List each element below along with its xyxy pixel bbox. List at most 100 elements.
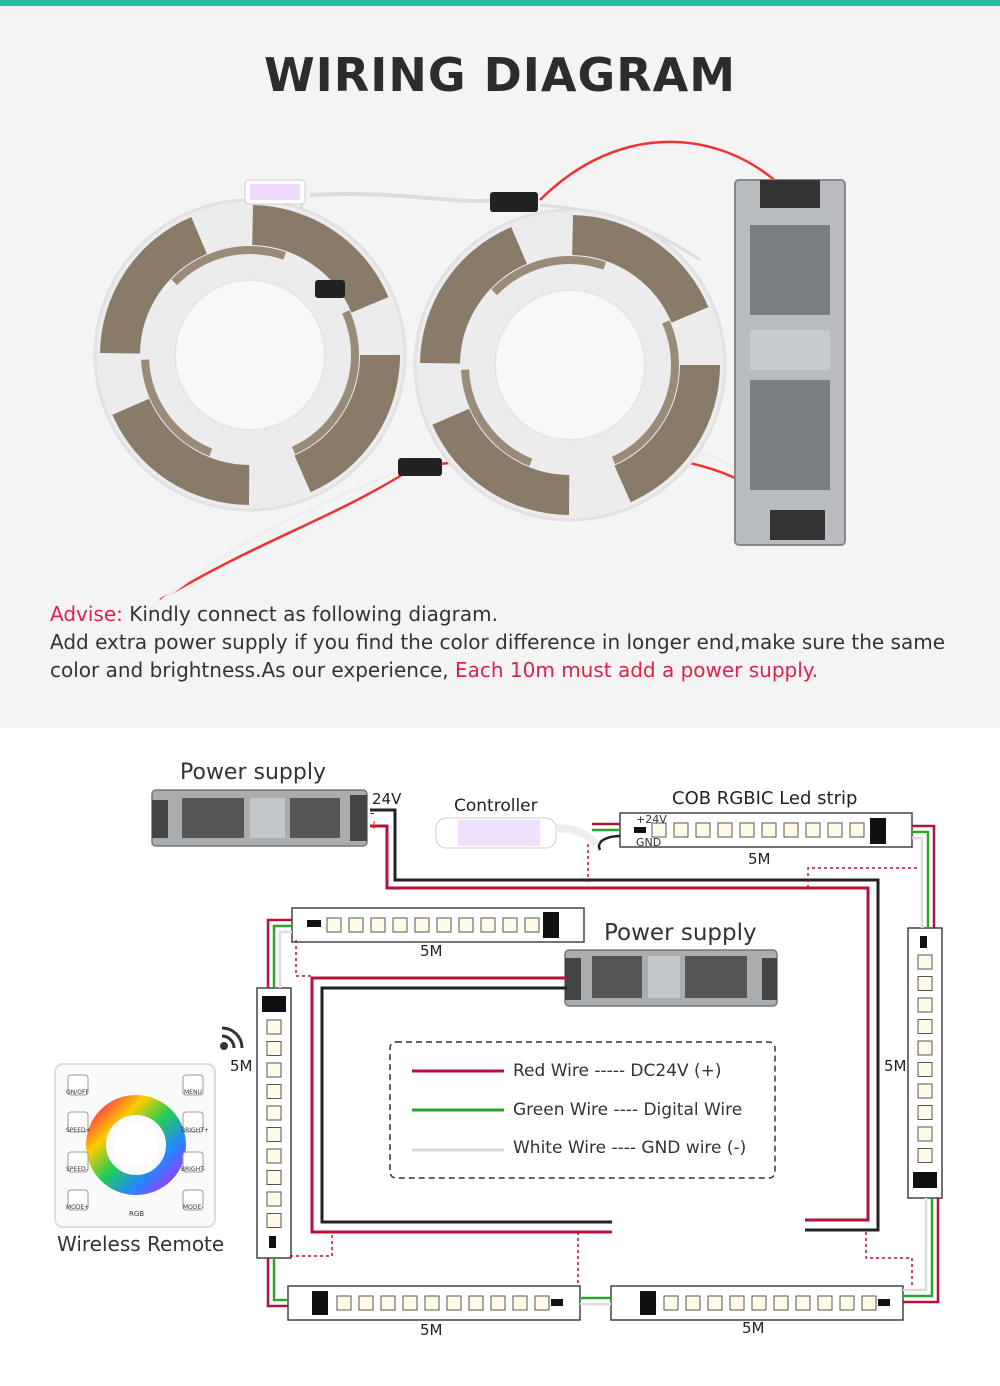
led-chip (266, 1148, 282, 1164)
product-photo (93, 140, 846, 602)
legend-green: Green Wire ---- Digital Wire (513, 1100, 743, 1120)
led-chip (266, 1041, 282, 1056)
connector (490, 192, 538, 212)
advise-line2: Add extra power supply if you find the c… (50, 630, 946, 682)
length-label-upper: 5M (420, 942, 443, 960)
led-chip (468, 1295, 484, 1311)
led-chip (917, 1148, 933, 1163)
led-chip (436, 917, 452, 933)
led-chip (805, 822, 821, 838)
remote-button-speed-up[interactable]: SPEED+ (66, 1127, 91, 1134)
led-chip (917, 1062, 933, 1077)
advise-line1: Kindly connect as following diagram. (122, 602, 498, 626)
wifi-icon (220, 1026, 244, 1050)
remote-brand: RGB (129, 1210, 145, 1218)
remote-button-bright-down[interactable]: BRIGHT- (181, 1166, 206, 1173)
remote-button-speed-down[interactable]: SPEED- (66, 1166, 88, 1173)
led-chip (707, 1295, 723, 1311)
led-chip (458, 917, 474, 933)
led-chip (783, 822, 799, 838)
led-chip (717, 822, 733, 838)
led-reel-left (93, 198, 407, 512)
led-chip (795, 1295, 811, 1311)
advise-text: Advise: Kindly connect as following diag… (50, 600, 970, 684)
legend-red: Red Wire ----- DC24V (+) (513, 1061, 722, 1081)
led-chip (849, 822, 865, 838)
power-supply-label-2: Power supply (604, 920, 757, 946)
led-chip (917, 997, 933, 1013)
led-chip (266, 1191, 282, 1207)
power-supply-2 (564, 949, 778, 1007)
length-label-top: 5M (748, 850, 771, 868)
led-chip (266, 1062, 282, 1078)
pin-gnd-label: GND (636, 836, 662, 849)
led-chip (739, 822, 755, 838)
led-chip (685, 1295, 701, 1311)
led-chip (827, 822, 843, 838)
led-chip (773, 1295, 789, 1311)
pin-24v-label: +24V (636, 813, 667, 826)
strip-title: COB RGBIC Led strip (672, 788, 858, 809)
led-chip (392, 917, 408, 933)
controller-device (435, 817, 600, 849)
led-chip (490, 1295, 506, 1311)
led-chip (512, 1295, 528, 1311)
remote-button-bright-up[interactable]: BRIGHT+ (181, 1127, 209, 1134)
led-chip (480, 917, 496, 933)
power-supply-1 (151, 789, 368, 847)
led-chip (266, 1105, 282, 1121)
advise-highlight: Each 10m must add a power supply. (454, 658, 819, 682)
led-chip (266, 1170, 282, 1185)
remote-button-onoff[interactable]: ON/OFF (66, 1089, 89, 1096)
led-chip (534, 1295, 550, 1311)
advise-label: Advise: (50, 602, 123, 626)
led-chip (917, 1083, 933, 1099)
led-chips (266, 822, 933, 1311)
led-chip (917, 1126, 933, 1142)
led-chip (414, 917, 430, 933)
led-chip (524, 917, 540, 933)
led-chip (917, 1019, 933, 1034)
remote-button-mode-up[interactable]: MODE+ (66, 1204, 90, 1211)
remote-button-mode-down[interactable]: MODE- (183, 1204, 204, 1211)
led-chip (266, 1127, 282, 1142)
led-chip (502, 917, 518, 933)
led-chip (380, 1295, 396, 1311)
led-chip (266, 1019, 282, 1035)
plus-label: + (369, 818, 380, 832)
length-label-bottom-right: 5M (742, 1319, 765, 1337)
led-chip (326, 917, 342, 933)
voltage-label: 24V (372, 790, 402, 808)
led-chip (336, 1295, 352, 1311)
remote-label: Wireless Remote (57, 1232, 225, 1256)
legend-box (389, 1041, 776, 1179)
power-supply-label-1: Power supply (180, 760, 326, 785)
wireless-remote (54, 1063, 216, 1228)
led-chip (817, 1295, 833, 1311)
length-label-left: 5M (230, 1057, 253, 1075)
led-chip (917, 954, 933, 970)
led-chip (917, 976, 933, 991)
led-chip (651, 822, 667, 838)
led-chip (663, 1295, 679, 1311)
led-chip (358, 1295, 374, 1311)
led-chip (266, 1084, 282, 1099)
led-chip (424, 1295, 440, 1311)
led-chip (695, 822, 711, 838)
length-label-bottom-left: 5M (420, 1321, 443, 1339)
top-accent-bar (0, 0, 1000, 6)
led-chip (861, 1295, 877, 1311)
led-chip (729, 1295, 745, 1311)
led-reel-right (413, 208, 727, 522)
led-chip (917, 1105, 933, 1120)
led-chip (402, 1295, 418, 1311)
led-chip (370, 917, 386, 933)
remote-button-menu[interactable]: MENU (184, 1089, 202, 1096)
length-label-right: 5M (884, 1057, 907, 1075)
led-chip (348, 917, 364, 933)
led-chip (839, 1295, 855, 1311)
controller-label: Controller (454, 796, 538, 816)
led-chip (446, 1295, 462, 1311)
led-chip (673, 822, 689, 838)
